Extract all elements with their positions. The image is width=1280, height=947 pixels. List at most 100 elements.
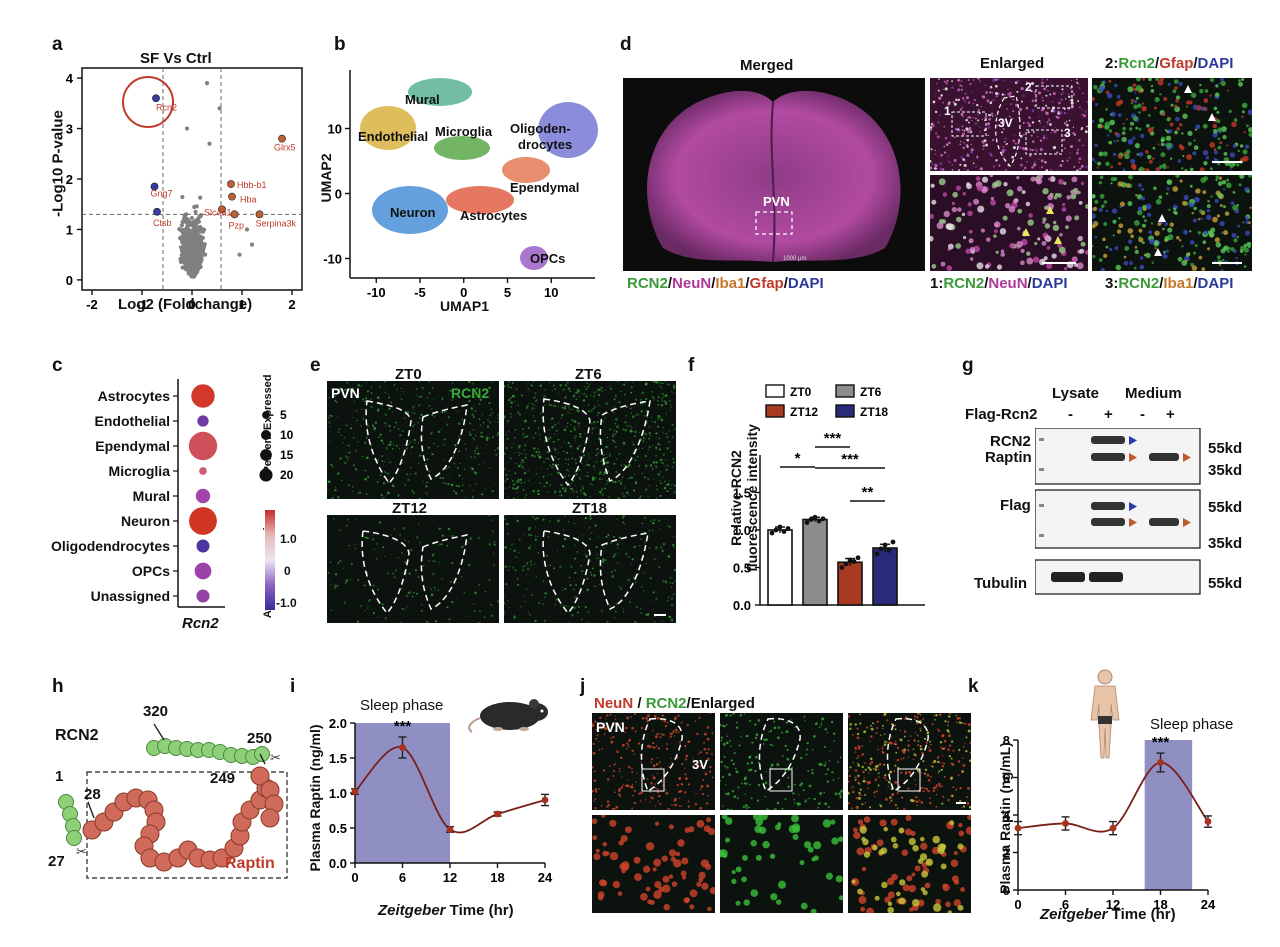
volcano-point: [180, 194, 185, 200]
bar-datapoint: [808, 517, 814, 522]
volcano-point: [207, 141, 212, 146]
bar-datapoint: [886, 547, 892, 553]
mc-sep1: /: [667, 275, 673, 292]
enlarged-box2-label: 2: [1025, 80, 1032, 94]
gene-point-ctsb: [153, 207, 161, 216]
marker-orange-4: [1183, 518, 1191, 527]
raptin-box: [86, 771, 288, 879]
volcano-point: [196, 265, 202, 271]
bar-datapoint: [878, 546, 884, 552]
cluster-astrocytes: [446, 186, 514, 214]
box2-caption-gfap: Gfap: [1159, 55, 1194, 72]
volcano-point: [191, 219, 196, 225]
cluster-label-mural: Mural: [405, 92, 440, 107]
band-medium-raptin: [1149, 453, 1179, 461]
bar-datapoint: [785, 526, 791, 531]
volcano-point: [190, 241, 196, 246]
gene-point-hba: [228, 192, 236, 201]
box-3: [1025, 129, 1063, 155]
wb-lysate: Lysate: [1052, 385, 1099, 402]
volcano-point: [191, 229, 197, 234]
bar-datapoint: [851, 559, 857, 564]
umap-xtick: 10: [544, 285, 558, 300]
mc-iba1: Iba1: [715, 275, 746, 292]
k-xlabel-italic: Zeitgeber: [1040, 906, 1108, 923]
i-xlabel: Zeitgeber Time (hr): [378, 902, 514, 919]
bead-red: [260, 808, 280, 828]
b3c-dapi: DAPI: [1197, 275, 1234, 292]
pvn-zt12: [327, 515, 499, 623]
line-ytick: 6: [1003, 771, 1010, 786]
box1-caption: 1:RCN2/NeuN/DAPI: [930, 275, 1068, 292]
wb-mw-35-2: 35kd: [1208, 535, 1243, 552]
wb-row-tubulin: Tubulin: [974, 575, 1028, 592]
j-neun-zoom: [592, 815, 715, 913]
size-legend-dot: [260, 449, 272, 461]
volcano-point: [203, 252, 208, 257]
bar-zt6: [802, 518, 828, 606]
box3-zoom: [1092, 175, 1252, 271]
bar-datapoint: [847, 557, 853, 563]
gene-label-rcn2: Rcn2: [156, 102, 177, 112]
protein-diagram: ✂ ✂: [58, 723, 288, 879]
zt12-title: ZT12: [392, 500, 428, 517]
line-point: [1204, 818, 1212, 825]
size-legend-dot: [262, 411, 270, 419]
bead-green: [66, 830, 82, 846]
bar-datapoint: [773, 527, 779, 533]
line-ytick: 0.5: [329, 821, 347, 836]
gene-point-hbb-b1: [227, 180, 235, 188]
sig-label: **: [862, 484, 874, 501]
zt18-title: ZT18: [572, 500, 608, 517]
j-neun-overview: PVN 3V: [592, 713, 715, 810]
legend-label: ZT18: [860, 405, 888, 419]
line-xtick: 0: [351, 870, 358, 885]
volcano-point: [187, 222, 192, 227]
mc-neun: NeuN: [672, 275, 712, 292]
panel-c-label: c: [52, 355, 63, 376]
j-pvn-label: PVN: [596, 719, 625, 735]
mc-sep3: /: [745, 275, 750, 292]
cluster-endothelial: [360, 106, 416, 150]
mc-sep4: /: [783, 275, 788, 292]
line-sig-label: ***: [394, 718, 412, 735]
protein-beads: [58, 738, 284, 872]
dot-microglia: [199, 467, 207, 475]
i-sleep-phase: Sleep phase: [360, 697, 444, 714]
rcn2-highlight-circle: [122, 76, 174, 128]
line-point: [494, 810, 501, 818]
gene-point-pzp: [230, 210, 239, 219]
size-legend-tick: 5: [280, 408, 287, 422]
volcano-point: [196, 256, 201, 262]
legend-label: ZT0: [790, 385, 812, 399]
panel-j-label: j: [580, 676, 586, 697]
umap-xtick: -10: [367, 285, 386, 300]
gene-point-rcn2: [152, 94, 160, 103]
mouse-icon: [462, 692, 552, 734]
line-xtick: 24: [1201, 897, 1216, 912]
k-sleep-phase: Sleep phase: [1150, 716, 1234, 733]
aa-249: 249: [210, 770, 236, 787]
color-legend-tick-neg1: -1.0: [276, 596, 297, 610]
size-legend-tick: 15: [280, 448, 294, 462]
enlarged-title: Enlarged: [980, 55, 1045, 72]
scissors-icon-1: ✂: [270, 750, 281, 765]
band-lysate-rcn2: [1091, 436, 1125, 444]
merged-scale-text: 1000 μm: [783, 256, 807, 262]
cluster-neuron: [372, 186, 448, 234]
box2-zoom: [1092, 78, 1252, 171]
line-point: [1157, 759, 1164, 766]
band-medium-flag: [1149, 518, 1179, 526]
volcano-xlabel-text: Log2 (Foldchange): [118, 296, 253, 313]
volcano-xtick: 1: [238, 297, 245, 312]
umap-xtick: 5: [504, 285, 511, 300]
legend-swatch: [835, 384, 855, 398]
gene-point-slc4a1: [218, 205, 226, 214]
wb-row-rcn2: RCN2: [990, 433, 1031, 450]
volcano-ytick: 1: [66, 222, 73, 237]
i-ylabel: Plasma Raptin (ng/ml): [307, 724, 323, 872]
box-2: [1035, 85, 1073, 109]
cluster-label-opcs: OPCs: [530, 251, 566, 266]
